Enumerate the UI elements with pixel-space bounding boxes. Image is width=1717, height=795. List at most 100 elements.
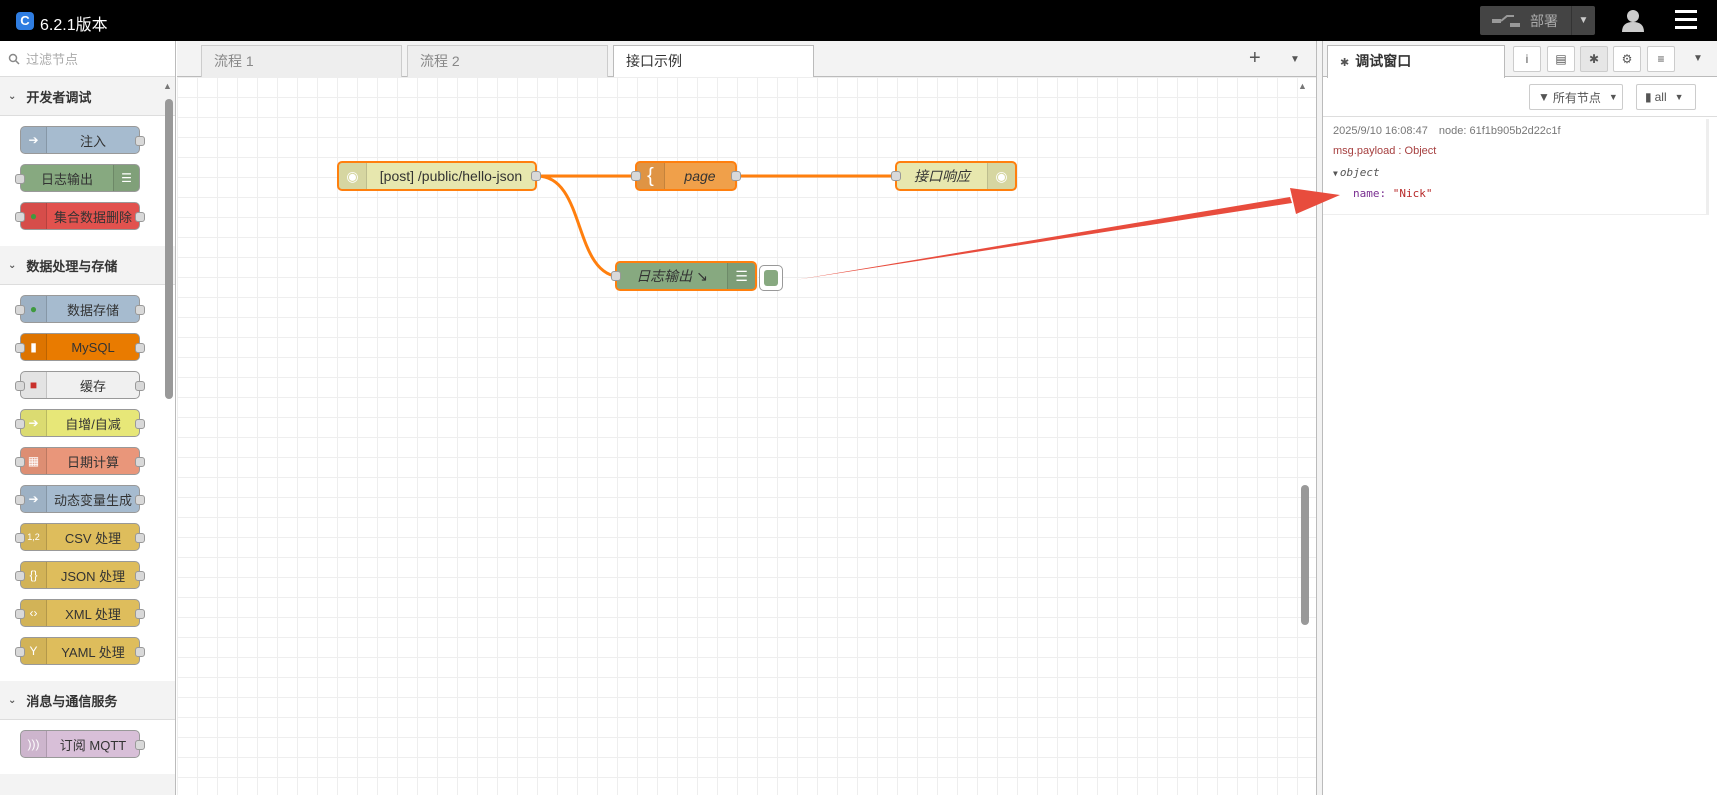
input-port xyxy=(15,495,25,505)
flow-node-debug[interactable]: 日志输出 ↘ ☰ xyxy=(611,261,757,291)
palette-node-json[interactable]: {} JSON 处理 xyxy=(15,561,145,589)
sidebar-menu-caret-icon[interactable]: ▼ xyxy=(1693,53,1703,64)
palette-node-date[interactable]: ▦ 日期计算 xyxy=(15,447,145,475)
globe-icon: ◉ xyxy=(339,163,367,189)
tab-flow-1[interactable]: 流程 1 xyxy=(201,45,402,78)
csv-icon: 1,2 xyxy=(21,524,47,550)
input-port[interactable] xyxy=(891,171,901,181)
gear-icon[interactable]: ⚙ xyxy=(1613,46,1641,72)
debug-bug-icon[interactable]: ✱ xyxy=(1580,46,1608,72)
flow-node-label: 日志输出 ↘ xyxy=(636,268,708,284)
output-port xyxy=(135,136,145,146)
workspace-tabs: 流程 1 流程 2 接口示例 + ▼ xyxy=(177,41,1316,78)
clear-messages-button[interactable]: ▮all▼ xyxy=(1636,84,1696,110)
main-menu-icon[interactable] xyxy=(1675,10,1697,32)
scroll-up-icon[interactable]: ▲ xyxy=(163,81,172,91)
category-label: 开发者调试 xyxy=(26,89,92,105)
palette-node-cache[interactable]: ■ 缓存 xyxy=(15,371,145,399)
palette-scrollbar[interactable] xyxy=(165,99,173,399)
globe-icon: ◉ xyxy=(987,163,1015,189)
category-header-data-storage[interactable]: ⌄ 数据处理与存储 xyxy=(0,246,175,285)
palette-node-csv[interactable]: 1,2 CSV 处理 xyxy=(15,523,145,551)
palette-node-xml[interactable]: ‹› XML 处理 xyxy=(15,599,145,627)
palette-node-mqtt-in[interactable]: ))) 订阅 MQTT xyxy=(20,730,145,758)
output-port xyxy=(135,381,145,391)
user-icon[interactable] xyxy=(1620,8,1646,34)
flow-node-label: page xyxy=(684,168,716,184)
deploy-label: 部署 xyxy=(1530,12,1558,29)
palette-node-label: 动态变量生成 xyxy=(53,492,132,508)
input-port xyxy=(15,457,25,467)
output-port xyxy=(135,495,145,505)
tab-flow-2[interactable]: 流程 2 xyxy=(407,45,608,78)
input-port xyxy=(15,419,25,429)
chevron-down-icon: ⌄ xyxy=(8,90,17,102)
yaml-icon: Y xyxy=(21,638,47,664)
output-port[interactable] xyxy=(731,171,741,181)
add-tab-icon[interactable]: + xyxy=(1249,47,1261,69)
palette-node-label: JSON 处理 xyxy=(60,568,126,584)
category-header-messaging[interactable]: ⌄ 消息与通信服务 xyxy=(0,681,175,720)
flow-node-label: [post] /public/hello-json xyxy=(379,168,523,184)
object-label: object xyxy=(1339,166,1380,179)
list-icon: ☰ xyxy=(727,263,755,289)
workspace-scrollbar[interactable] xyxy=(1301,485,1309,625)
input-port xyxy=(15,343,25,353)
palette-node-dynamic[interactable]: ➔ 动态变量生成 xyxy=(15,485,145,513)
debug-message: 2025/9/10 16:08:47 node: 61f1b905b2d22c1… xyxy=(1323,119,1709,215)
palette-node-label: 日期计算 xyxy=(66,454,119,470)
filter-nodes-button[interactable]: ▼所有节点▼ xyxy=(1529,84,1623,110)
chevron-down-icon: ▼ xyxy=(1608,92,1618,102)
palette-node-label: 订阅 MQTT xyxy=(59,737,127,753)
output-port xyxy=(135,740,145,750)
property-key: name: xyxy=(1353,187,1387,200)
category-label: 消息与通信服务 xyxy=(26,693,118,709)
deploy-menu-caret-icon[interactable]: ▼ xyxy=(1571,6,1595,35)
debug-object-toggle[interactable]: ▼object xyxy=(1333,166,1696,179)
app-title: 6.2.1版本 xyxy=(40,17,108,34)
flow-node-http-response[interactable]: 接口响应 ◉ xyxy=(891,161,1017,191)
palette-node-label: 注入 xyxy=(79,133,106,149)
input-port[interactable] xyxy=(631,171,641,181)
flow-node-http-in[interactable]: ◉ [post] /public/hello-json xyxy=(337,161,541,191)
palette-node-mysql[interactable]: ▮ MySQL xyxy=(15,333,145,361)
palette-node-mongo-remove[interactable]: ● 集合数据删除 xyxy=(15,202,145,230)
palette-node-yaml[interactable]: Y YAML 处理 xyxy=(15,637,145,665)
chevron-down-icon: ⌄ xyxy=(8,694,17,706)
palette-node-counter[interactable]: ➔ 自增/自减 xyxy=(15,409,145,437)
flow-node-template[interactable]: { page xyxy=(631,161,741,191)
debug-message-topic: msg.payload : Object xyxy=(1333,145,1437,157)
tab-api-example[interactable]: 接口示例 xyxy=(613,45,814,78)
sidebar-tab-debug[interactable]: ✱调试窗口 xyxy=(1327,45,1505,78)
leaf-icon: ● xyxy=(21,203,47,229)
sidebar-separator[interactable] xyxy=(1316,41,1323,795)
output-port[interactable] xyxy=(531,171,541,181)
arrow-right-icon: ➔ xyxy=(21,486,47,512)
output-port xyxy=(135,647,145,657)
category-body-dev-debug: ➔ 注入 日志输出 ☰ ● 集合数据删除 xyxy=(0,116,175,246)
debug-sidebar: ✱调试窗口 i ▤ ✱ ⚙ ≡ ▼ ▼所有节点▼ ▮all▼ 2025/9/10… xyxy=(1323,41,1717,795)
database-icon[interactable]: ≡ xyxy=(1647,46,1675,72)
palette-search-input[interactable]: 过滤节点 xyxy=(0,41,175,77)
palette-node-label: XML 处理 xyxy=(65,606,121,622)
category-header-dev-debug[interactable]: ⌄ 开发者调试 xyxy=(0,77,175,116)
palette-node-mongo[interactable]: ● 数据存储 xyxy=(15,295,145,323)
deploy-button[interactable]: 部署 ▼ xyxy=(1480,6,1595,35)
debug-timestamp: 2025/9/10 16:08:47 xyxy=(1333,125,1428,137)
clear-level-label: all xyxy=(1654,90,1667,104)
info-icon[interactable]: i xyxy=(1513,46,1541,72)
palette-node-inject[interactable]: ➔ 注入 xyxy=(20,126,145,154)
json-icon: {} xyxy=(21,562,47,588)
sidebar-tabs: ✱调试窗口 i ▤ ✱ ⚙ ≡ ▼ xyxy=(1323,41,1717,78)
output-port xyxy=(135,419,145,429)
output-port xyxy=(135,533,145,543)
palette-node-debug[interactable]: 日志输出 ☰ xyxy=(15,164,140,192)
input-port[interactable] xyxy=(611,271,621,281)
scroll-up-icon[interactable]: ▲ xyxy=(1298,81,1307,91)
flow-canvas[interactable]: ◉ [post] /public/hello-json { page 接口响应 … xyxy=(177,77,1316,795)
tab-list-caret-icon[interactable]: ▼ xyxy=(1290,54,1300,65)
input-port xyxy=(15,571,25,581)
debug-node-id[interactable]: node: 61f1b905b2d22c1f xyxy=(1438,125,1561,137)
book-icon[interactable]: ▤ xyxy=(1547,46,1575,72)
debug-toggle-button[interactable] xyxy=(759,265,783,291)
